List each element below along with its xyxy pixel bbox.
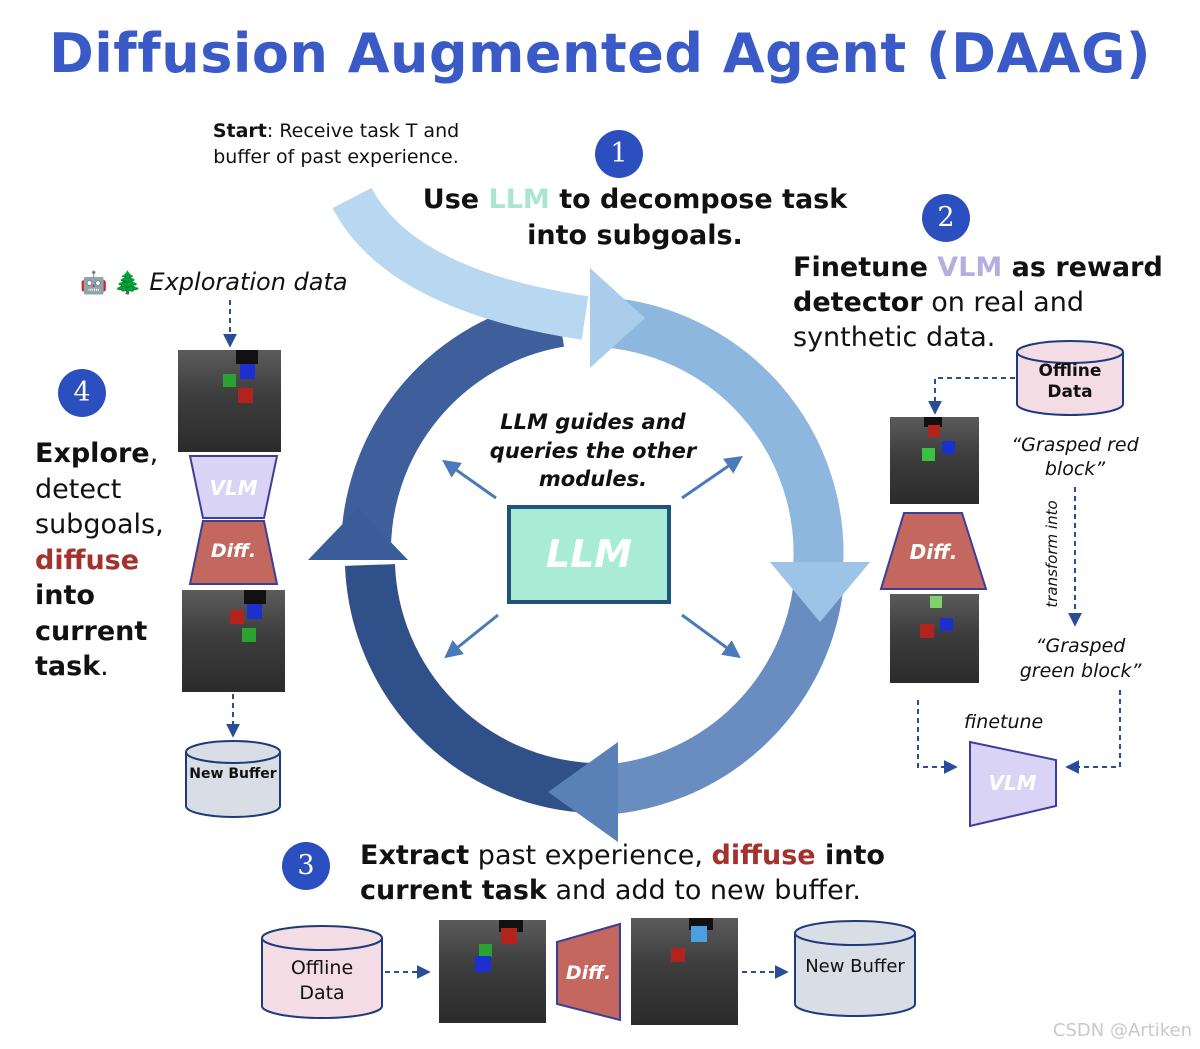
llm-arrow-lower-left (444, 613, 499, 659)
left-vlm-label: VLM (209, 476, 258, 500)
bottom-offline-label: Offline Data (290, 957, 354, 1004)
step-2-text-c: as reward (1002, 252, 1163, 283)
bottom-offline-cylinder (261, 925, 383, 1019)
llm-guide-caption: LLM guides and queries the other modules… (489, 410, 697, 491)
step-4-comma: , (149, 438, 159, 469)
bottom-new-buffer-cylinder (794, 920, 916, 1017)
ring-arrowhead-left (308, 508, 408, 560)
step-1-text: Use LLM to decompose task into subgoals. (410, 182, 860, 254)
llm-box: LLM (507, 505, 671, 604)
step-4-diffuse: diffuse (35, 544, 140, 576)
step-3-into: into (815, 840, 885, 871)
right-vlm-label: VLM (988, 771, 1037, 795)
llm-arrow-upper-left (442, 459, 497, 500)
step-2-vlm: VLM (937, 252, 1003, 283)
watermark: CSDN @Artiken (1052, 1020, 1192, 1041)
start-label: Start (212, 120, 267, 142)
page-title: Diffusion Augmented Agent (DAAG) (48, 22, 1152, 85)
robot-tree-icon: 🤖 🌲 (80, 271, 142, 296)
right-vlm-shape (969, 740, 1057, 828)
finetune-right-dashed-arrow (1065, 690, 1121, 774)
step-2-detector: detector (793, 287, 923, 318)
step-4-period: . (100, 651, 109, 682)
step-4-task: task (35, 651, 101, 682)
finetune-left-dashed-arrow (917, 700, 958, 774)
left-vlm-shape (188, 455, 279, 519)
transform-into-label: transform into (1043, 500, 1061, 608)
step-4-current: current (35, 615, 148, 647)
step-2-text: Finetune VLM as reward detector on real a… (793, 250, 1193, 355)
step-3-badge: 3 (282, 842, 330, 890)
step-2-badge: 2 (922, 194, 970, 242)
right-offline-label: Offline Data (1038, 361, 1102, 402)
start-text: : Receive task T and buffer of past expe… (213, 120, 460, 168)
step-4-explore: Explore (35, 438, 150, 469)
quote-red-block: “Grasped red block” (1011, 434, 1139, 480)
ring-arrowhead-right (770, 562, 870, 622)
bottom-diff-label: Diff. (565, 962, 612, 984)
ring-arrowhead-top (590, 268, 645, 368)
step-3-current-task: current task (360, 875, 547, 906)
right-diff-shape (879, 512, 988, 590)
step-4-text: Explore, detect subgoals, diffuse into curren… (35, 436, 195, 685)
ring-segment-bottom-right (598, 586, 843, 815)
llm-arrows (442, 455, 743, 659)
start-arrow (332, 187, 589, 340)
exploration-data-label: 🤖 🌲 Exploration data (80, 268, 348, 296)
bottom-new-buffer-label: New Buffer (805, 956, 905, 977)
step-4-into: into (35, 580, 95, 611)
step-1-text-c: to decompose task into subgoals. (527, 184, 848, 251)
start-caption: Start: Receive task T and buffer of past… (196, 118, 476, 170)
left-diff-label: Diff. (210, 540, 257, 562)
right-image-bottom (890, 594, 979, 683)
left-new-buffer-label: New Buffer (189, 766, 277, 782)
exploration-text: Exploration data (149, 268, 348, 296)
step-4-badge: 4 (58, 369, 106, 417)
ring-segment-right (598, 297, 844, 572)
step-3-text-b: past experience, (469, 840, 712, 871)
cycle-ring (308, 268, 870, 842)
step-3-text-f: and add to new buffer. (546, 875, 861, 906)
right-offline-cylinder (1016, 340, 1124, 416)
step-1-badge: 1 (595, 130, 643, 178)
step-2-text-a: Finetune (793, 252, 938, 283)
left-new-buffer-cylinder (185, 740, 281, 818)
bottom-image-source (439, 920, 546, 1023)
finetune-label: finetune (964, 711, 1044, 733)
explore-image-top (178, 350, 281, 452)
step-4-subgoals: subgoals, (35, 509, 164, 540)
step-2-text-e: on real and synthetic data. (793, 287, 1084, 353)
bottom-image-diffused (631, 918, 738, 1025)
ring-arrowhead-bottom (548, 742, 618, 842)
llm-arrow-lower-right (681, 613, 741, 659)
step-1-text-a: Use (422, 184, 489, 215)
explore-image-bottom (182, 590, 285, 692)
ring-segment-left (340, 297, 565, 557)
step-4-detect: detect (35, 473, 122, 505)
bottom-diff-shape (556, 922, 621, 1022)
step-3-text: Extract past experience, diffuse into cur… (360, 838, 980, 908)
step-3-extract: Extract (360, 840, 470, 871)
step-1-llm: LLM (488, 184, 550, 215)
quote-green-block: “Grasped green block” (1019, 635, 1142, 682)
offline-to-image-dashed-arrow (928, 377, 1015, 415)
right-diff-label: Diff. (909, 540, 958, 564)
llm-arrow-upper-right (681, 455, 743, 500)
left-diff-shape (188, 520, 279, 585)
right-image-top (890, 417, 979, 504)
step-3-diffuse: diffuse (711, 840, 816, 871)
ring-segment-bottom (345, 563, 592, 813)
